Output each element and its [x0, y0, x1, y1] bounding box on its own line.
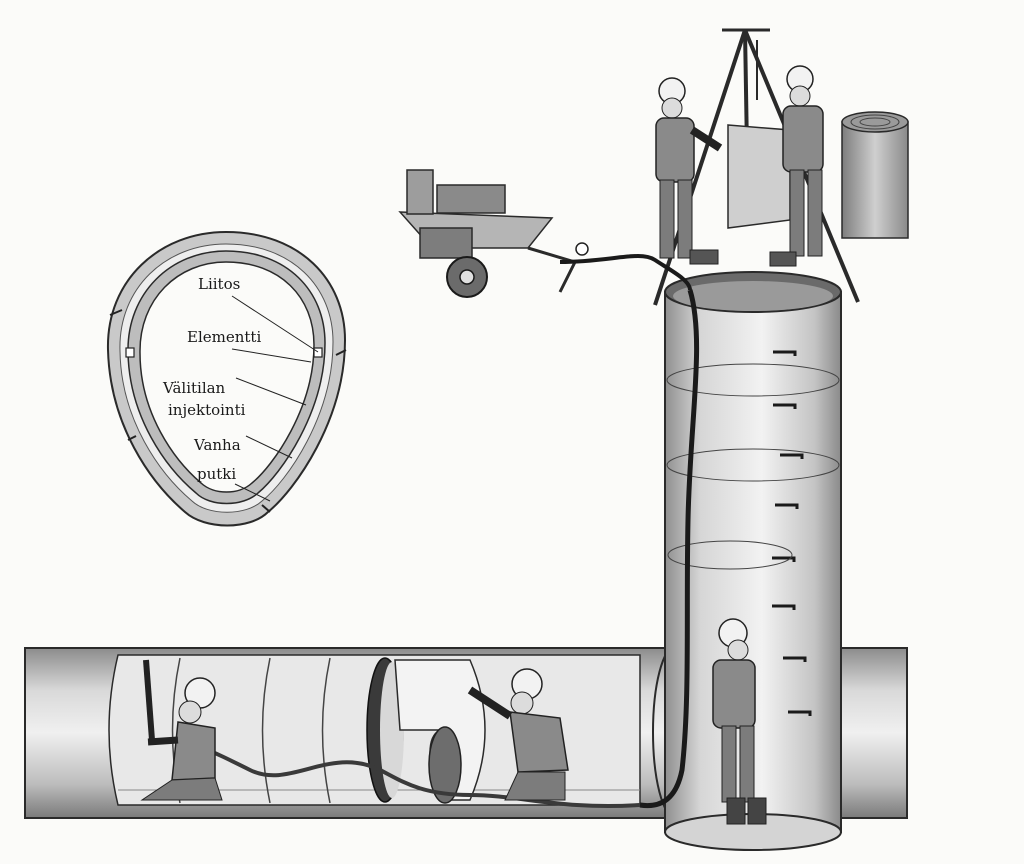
liner-segment-3 [321, 657, 331, 804]
break-mark-2 [335, 349, 347, 356]
break-mark-1 [109, 309, 123, 316]
leader-elementti [231, 348, 312, 363]
shaft-band-1 [666, 363, 840, 397]
shaft-band-3 [667, 540, 793, 570]
leader-liitos [231, 295, 319, 353]
grout-hose-shaft [639, 289, 700, 809]
label-injektointi: injektointi [168, 401, 246, 419]
inner-void [139, 261, 315, 493]
worker-in-shaft [712, 618, 767, 825]
label-vanha: Vanha [194, 436, 241, 454]
label-valitilan: Välitilan [163, 379, 226, 397]
liner-element-suspended [727, 124, 791, 229]
worker-injecting [140, 659, 223, 801]
label-liitos: Liitos [198, 275, 241, 293]
leader-valitilan [235, 377, 307, 406]
ladder-rungs [772, 350, 812, 716]
liner-element-roll [841, 111, 909, 239]
joint-marker-left [125, 347, 135, 358]
liner-segment-2 [261, 657, 271, 804]
worker-surface-right [769, 65, 824, 267]
worker-placing-element [467, 668, 569, 801]
shaft-top-inner [673, 281, 833, 311]
liner-element-edge [428, 726, 462, 804]
joint-marker-right [313, 347, 323, 358]
grout-pump-cart-icon [398, 169, 692, 298]
injection-gun [143, 659, 155, 741]
label-elementti: Elementti [187, 328, 262, 346]
worker-surface-left [655, 77, 723, 265]
cross-section-inset [106, 230, 347, 527]
leader-vanha [245, 435, 293, 459]
shaft-band-2 [666, 448, 840, 482]
grout-hose-surface [559, 254, 692, 291]
leader-putki [234, 483, 271, 502]
label-putki: putki [197, 465, 237, 483]
break-mark-4 [261, 504, 271, 513]
manhole-shaft [639, 271, 842, 851]
break-mark-3 [127, 435, 137, 441]
